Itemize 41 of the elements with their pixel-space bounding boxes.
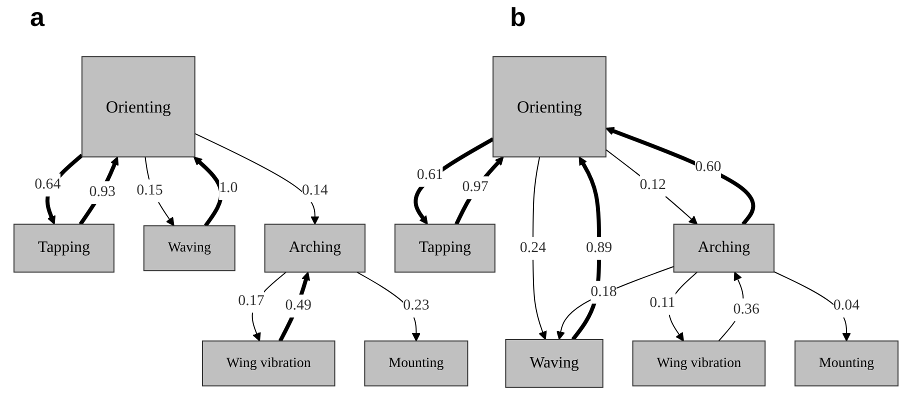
node-box: Wing vibration [202, 340, 336, 386]
arrow [556, 265, 674, 340]
edge-label: 0.61 [416, 166, 444, 182]
edge-label: 0.64 [34, 176, 61, 192]
arrow [78, 156, 119, 225]
node-box: Arching [673, 223, 775, 272]
arrow [193, 156, 224, 226]
edge-label: 0.60 [695, 158, 722, 174]
node-box: Mounting [364, 340, 468, 386]
node-box: Waving [143, 224, 236, 271]
node-box: Tapping [394, 223, 496, 272]
edge-label: 0.12 [640, 176, 666, 193]
node-box: Waving [505, 338, 604, 388]
edge-label: 0.04 [833, 297, 860, 314]
arrow [454, 156, 504, 225]
node-box: Arching [264, 223, 366, 272]
edge-label: 0.36 [733, 300, 760, 317]
panel-letter: a [30, 2, 44, 33]
node-box: Tapping [13, 223, 114, 272]
node-box: Mounting [794, 340, 899, 386]
edge-label: 0.49 [285, 297, 312, 314]
arrow [606, 126, 756, 225]
edge-label: 0.89 [586, 239, 612, 256]
arrow [532, 156, 547, 340]
panel-letter: b [510, 2, 526, 33]
edge-label: 0.11 [650, 294, 676, 310]
edge-label: 0.93 [89, 184, 116, 200]
edge-label: 0.15 [136, 182, 163, 198]
edge-label: 0.14 [302, 182, 328, 198]
node-box: Orienting [81, 56, 196, 157]
edge-label: 0.23 [403, 297, 430, 314]
arrow [414, 136, 494, 224]
edge-label: 1.0 [219, 180, 238, 196]
edge-label: 0.97 [462, 178, 488, 195]
edge-label: 0.17 [238, 292, 264, 308]
arrow [194, 132, 320, 224]
arrow [605, 148, 698, 224]
node-box: Wing vibration [632, 340, 766, 386]
node-box: Orienting [492, 56, 606, 157]
edge-label: 0.18 [590, 283, 617, 300]
edge-label: 0.24 [520, 239, 546, 256]
